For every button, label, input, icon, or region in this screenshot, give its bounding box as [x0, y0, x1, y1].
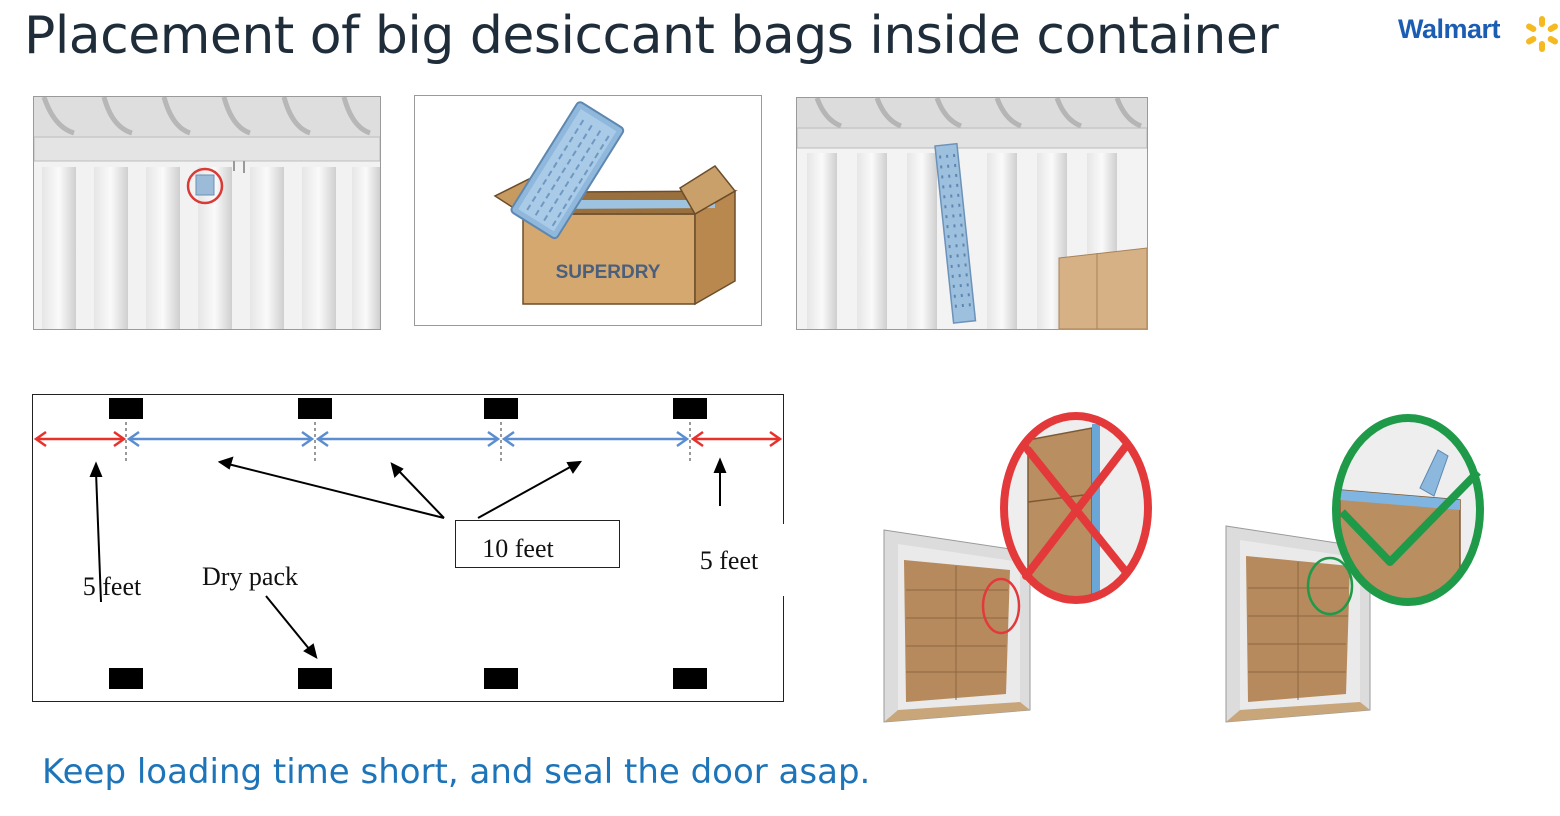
end-gap-arrow-right [690, 430, 783, 448]
spacing-arrow-1 [126, 430, 315, 448]
logo-text: Walmart [1398, 14, 1501, 44]
desiccant-box-illustration: SUPERDRY [414, 95, 762, 326]
spacing-arrow-2 [315, 430, 501, 448]
dry-pack-top-3 [484, 398, 518, 419]
walmart-logo: Walmart [1398, 14, 1558, 54]
dry-pack-bottom-1 [109, 668, 143, 689]
dry-pack-top-1 [109, 398, 143, 419]
box-label: SUPERDRY [556, 262, 661, 283]
right-gap-label: 5 feet [700, 546, 759, 575]
wrong-zoom-marker [981, 577, 1021, 635]
slide-title: Placement of big desiccant bags inside c… [24, 6, 1279, 66]
hanging-desiccant-photo [796, 97, 1148, 330]
wrong-placement-illustration [880, 410, 1160, 730]
end-gap-arrow-left [33, 430, 127, 448]
spacing-arrow-3 [501, 430, 690, 448]
container-ceiling-photo [33, 96, 381, 330]
dry-pack-top-2 [298, 398, 332, 419]
spacing-label: 10 feet [482, 534, 554, 563]
dry-pack-label: Dry pack [202, 562, 298, 591]
dry-pack-layout-diagram: 10 feet 5 feet 5 feet Dry pack [32, 394, 787, 702]
spark-icon [1526, 16, 1558, 52]
dry-pack-bottom-4 [673, 668, 707, 689]
footer-note: Keep loading time short, and seal the do… [42, 752, 871, 792]
correct-placement-illustration [1220, 410, 1500, 730]
cross-icon [1022, 442, 1130, 580]
checkmark-icon [1339, 469, 1481, 566]
left-gap-label: 5 feet [83, 572, 142, 601]
dry-pack-bottom-2 [298, 668, 332, 689]
dry-pack-top-4 [673, 398, 707, 419]
dry-pack-bottom-3 [484, 668, 518, 689]
correct-zoom-marker [1306, 556, 1354, 616]
